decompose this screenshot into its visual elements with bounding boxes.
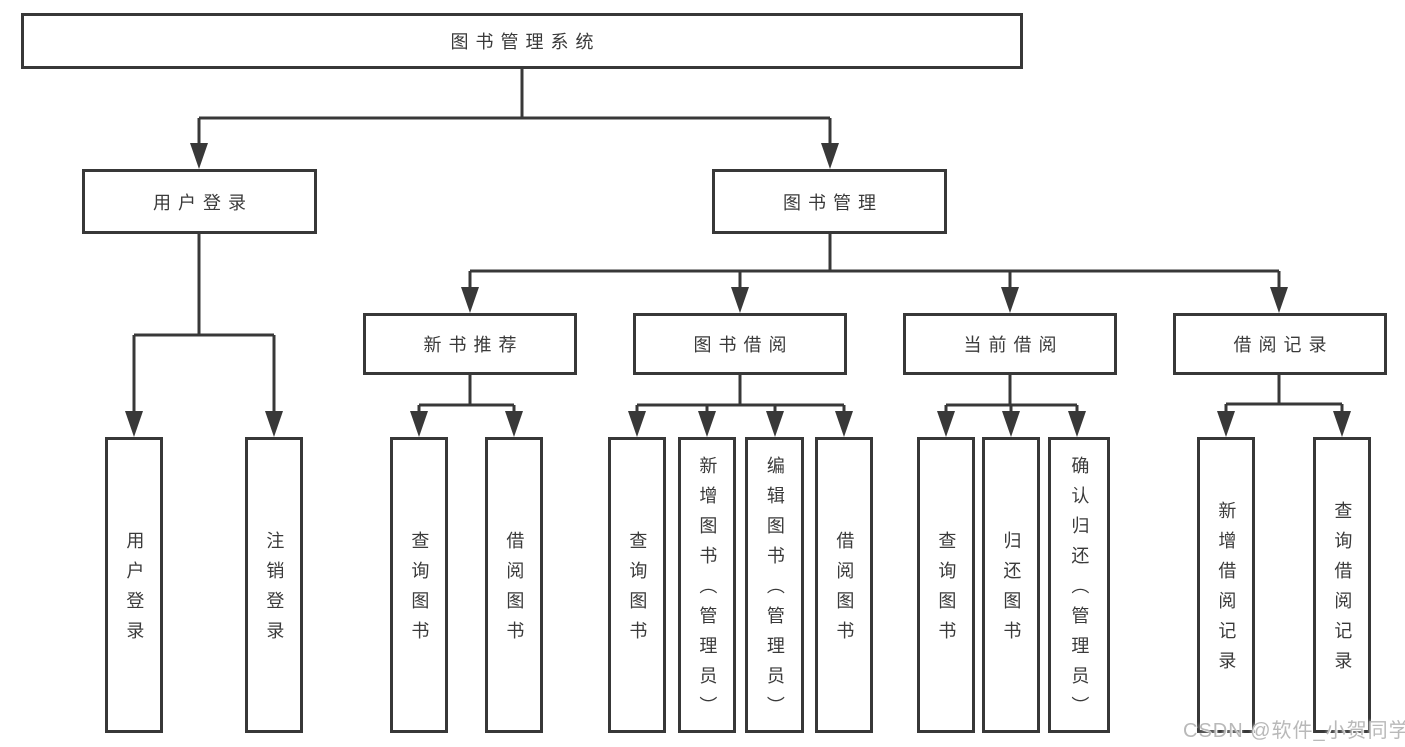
node-label: 借阅图书 xyxy=(834,531,855,651)
node-logout-leaf: 注销登录 xyxy=(245,437,303,733)
node-label: 借阅图书 xyxy=(504,531,525,651)
node-return-books: 归还图书 xyxy=(982,437,1040,733)
node-book-management: 图书管理 xyxy=(712,169,947,234)
node-add-books-admin: 新增图书（管理员） xyxy=(678,437,736,733)
node-borrowing-records: 借阅记录 xyxy=(1173,313,1387,375)
connector-new-book-recommendation-children xyxy=(417,375,516,413)
node-label: 用户登录 xyxy=(124,531,145,651)
node-label: 借阅记录 xyxy=(1233,335,1334,355)
node-borrow-books-under-borrowing: 借阅图书 xyxy=(815,437,873,733)
node-current-borrowing: 当前借阅 xyxy=(903,313,1117,375)
node-add-borrow-record: 新增借阅记录 xyxy=(1197,437,1255,733)
node-label: 确认归还（管理员） xyxy=(1069,456,1090,726)
node-user-login-leaf: 用户登录 xyxy=(105,437,163,733)
node-confirm-return-admin: 确认归还（管理员） xyxy=(1048,437,1110,733)
connector-borrowing-records-children xyxy=(1224,375,1344,413)
node-query-books-under-borrowing: 查询图书 xyxy=(608,437,666,733)
node-label: 新增图书（管理员） xyxy=(697,456,718,726)
node-label: 图书借阅 xyxy=(693,335,794,355)
node-library-management-system: 图书管理系统 xyxy=(21,13,1023,69)
node-label: 归还图书 xyxy=(1001,531,1022,651)
node-query-borrow-record: 查询借阅记录 xyxy=(1313,437,1371,733)
node-borrow-books-under-recommendation: 借阅图书 xyxy=(485,437,543,733)
node-label: 注销登录 xyxy=(264,531,285,651)
csdn-watermark: CSDN @软件_小贺同学 xyxy=(1183,720,1405,742)
node-label: 图书管理 xyxy=(783,192,883,213)
node-edit-books-admin: 编辑图书（管理员） xyxy=(745,437,804,733)
node-label: 查询图书 xyxy=(627,531,648,651)
node-label: 编辑图书（管理员） xyxy=(764,456,785,726)
node-query-books-under-current: 查询图书 xyxy=(917,437,975,733)
node-label: 新书推荐 xyxy=(423,335,524,355)
connector-book-borrowing-children xyxy=(635,375,846,413)
node-label: 查询借阅记录 xyxy=(1332,501,1353,681)
node-label: 当前借阅 xyxy=(963,335,1064,355)
node-label: 图书管理系统 xyxy=(450,32,601,52)
node-query-books-under-recommendation: 查询图书 xyxy=(390,437,448,733)
connector-root-to-level1 xyxy=(197,69,832,145)
arrowheads xyxy=(125,143,1351,437)
node-book-borrowing: 图书借阅 xyxy=(633,313,847,375)
node-label: 查询图书 xyxy=(409,531,430,651)
connector-current-borrowing-children xyxy=(944,375,1079,413)
node-new-book-recommendation: 新书推荐 xyxy=(363,313,577,375)
connector-user-login-children xyxy=(132,234,276,413)
node-label: 用户登录 xyxy=(153,192,253,213)
node-user-login: 用户登录 xyxy=(82,169,317,234)
node-label: 新增借阅记录 xyxy=(1216,501,1237,681)
connector-book-management-children xyxy=(468,234,1281,289)
node-label: 查询图书 xyxy=(936,531,957,651)
